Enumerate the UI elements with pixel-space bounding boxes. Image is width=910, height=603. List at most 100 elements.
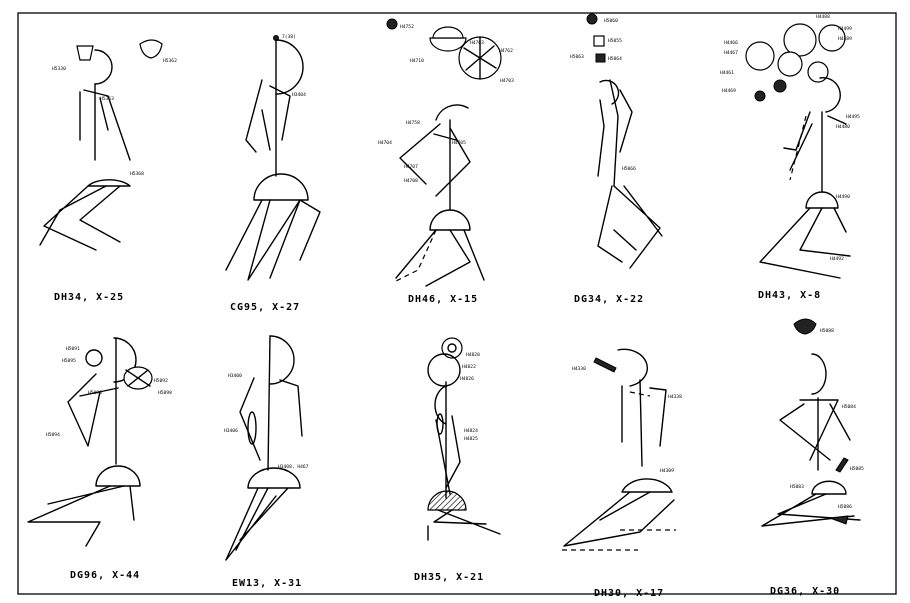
figure-caption: DG36, X-30 — [770, 586, 840, 597]
skull-outline — [435, 386, 446, 424]
burial-figure-9: H4330 H4338 H4309 DH30, X-17 — [562, 349, 682, 599]
figure-caption: EW13, X-31 — [232, 578, 302, 589]
skull-outline — [812, 354, 826, 394]
find-label: H4467 — [724, 50, 738, 56]
bowl-artifact — [433, 27, 463, 38]
find-label: H4703 — [500, 78, 514, 84]
leg-bones — [396, 230, 484, 286]
find-label: H4461 — [720, 70, 734, 76]
find-label: H4469 — [722, 88, 736, 94]
burial-figure-7: H3400 H3406 H3408, H467 EW13, X-31 — [224, 336, 309, 589]
small-object — [587, 14, 597, 24]
pottery-cluster — [755, 91, 765, 101]
find-label: H5092 — [154, 378, 168, 384]
spine-line — [610, 80, 618, 186]
find-label: H4705 — [452, 140, 466, 146]
find-label: 7(38) — [282, 34, 296, 40]
find-label: H4704 — [378, 140, 392, 146]
bowl-artifact — [442, 338, 462, 358]
find-label: H5095 — [62, 358, 76, 364]
spine-line — [268, 336, 270, 470]
find-label: H4762 — [499, 48, 513, 54]
find-label: H4825 — [464, 436, 478, 442]
find-label: H5055 — [608, 38, 622, 44]
leg-bones — [564, 492, 674, 546]
burial-figure-5: H4488 H4499 H4489 H4466 H4467 H4461 H446… — [720, 14, 860, 301]
figure-caption: DG96, X-44 — [70, 570, 140, 581]
leg-bones — [28, 486, 134, 546]
leg-bones — [598, 186, 662, 268]
find-label: H4752 — [400, 24, 414, 30]
blade-artifact — [594, 358, 616, 372]
arm-bones — [436, 416, 460, 494]
arm-bones — [622, 386, 666, 446]
skull-outline — [86, 350, 102, 366]
burial-figure-2: 7(38) H3404 CG95, X-27 — [226, 34, 320, 313]
find-label: H4708 — [404, 178, 418, 184]
find-label: H4763 — [470, 40, 484, 46]
pottery-cluster — [774, 80, 786, 92]
arm-bones — [400, 124, 470, 196]
leg-bones — [226, 488, 288, 560]
find-label: H5064 — [608, 56, 622, 62]
pelvis-outline — [812, 481, 846, 494]
find-label: H4710 — [410, 58, 424, 64]
pelvis-outline — [254, 174, 308, 200]
find-label: H5330 — [52, 66, 66, 72]
spine-line — [640, 380, 642, 466]
bowl-artifact — [794, 319, 816, 334]
find-label: H3406 — [224, 428, 238, 434]
find-label: H5085 — [850, 466, 864, 472]
figure-caption: DH30, X-17 — [594, 588, 664, 599]
find-label: H5094 — [46, 432, 60, 438]
pelvis-outline — [622, 479, 672, 492]
find-label: H5098 — [158, 390, 172, 396]
find-label: H4824 — [464, 428, 478, 434]
small-object — [594, 36, 604, 46]
pelvis-outline — [88, 180, 130, 186]
burial-figure-4: H5060 H5055 H5063 H5064 H5066 DG34, X-22 — [570, 14, 662, 305]
figure-caption: DH35, X-21 — [414, 572, 484, 583]
find-label: H4489 — [838, 36, 852, 42]
pelvis-outline — [428, 491, 466, 510]
find-label: H3408, H467 — [278, 464, 309, 470]
arm-bones — [780, 400, 850, 460]
burial-figure-3: H4752 H4762 H4763 H4710 H4703 H4758 H470… — [378, 19, 514, 305]
find-label: H4338 — [668, 394, 682, 400]
arm-bones-dashed — [790, 116, 806, 180]
blade-artifact — [836, 458, 848, 472]
figure-caption: DH34, X-25 — [54, 292, 124, 303]
leg-bones — [760, 208, 850, 278]
find-label: H3400 — [228, 373, 242, 379]
burial-figure-10: H5088 H5084 H5085 H5083 H5086 DG36, X-30 — [762, 319, 864, 597]
find-label: H4309 — [660, 468, 674, 474]
pottery-cluster — [746, 42, 774, 70]
find-label: H4495 — [846, 114, 860, 120]
skull-outline — [618, 349, 647, 386]
small-object — [387, 19, 397, 29]
small-object — [830, 516, 848, 524]
skull-outline — [820, 78, 840, 112]
skull-outline — [270, 336, 294, 384]
skull-outline — [276, 40, 303, 94]
skull-outline — [95, 50, 112, 84]
leg-bones — [434, 510, 500, 534]
find-label: H4466 — [724, 40, 738, 46]
find-label: H4707 — [404, 164, 418, 170]
find-label: H4820 — [466, 352, 480, 358]
burial-figure-8: H4820 H4822 H4826 H4824 H4825 DH35, X-21 — [414, 338, 500, 583]
find-label: H5363 — [100, 96, 114, 102]
small-object — [596, 54, 605, 62]
pelvis-outline — [96, 466, 140, 486]
figure-caption: DH43, X-8 — [758, 290, 821, 301]
find-label: H3404 — [292, 92, 306, 98]
skull-outline — [436, 105, 468, 120]
find-label: H4488 — [816, 14, 830, 20]
find-label: H4330 — [572, 366, 586, 372]
arm-bones — [437, 414, 443, 434]
find-label: H4822 — [462, 364, 476, 370]
find-label: H5362 — [163, 58, 177, 64]
pottery-cluster — [808, 62, 828, 82]
find-label: H5096 — [88, 390, 102, 396]
